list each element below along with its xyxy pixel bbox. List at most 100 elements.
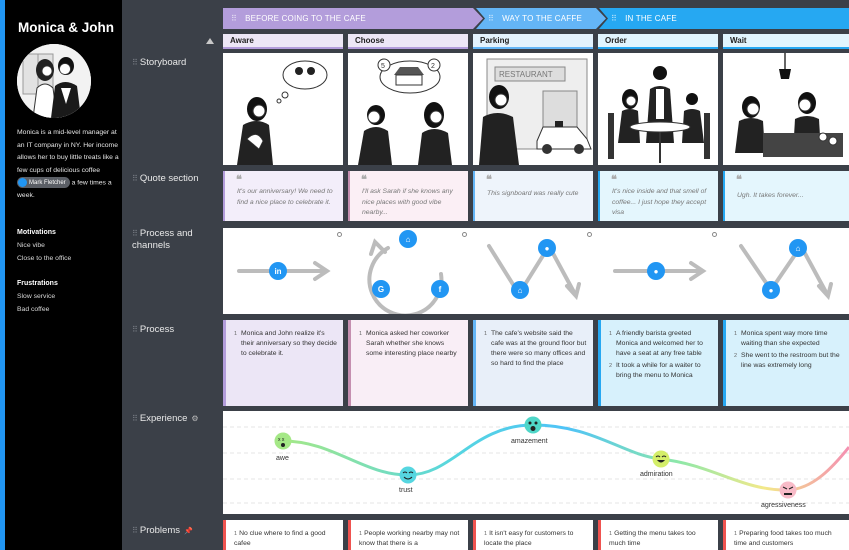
drag-handle-icon[interactable]: ⠿ [132, 325, 138, 334]
drag-handle-icon[interactable]: ⠿ [231, 14, 238, 23]
settings-gear-icon[interactable]: ⚙ [191, 414, 199, 423]
quote-parking[interactable]: ❝This signboard was really cute [473, 171, 593, 221]
quote-choose[interactable]: ❝I'll ask Sarah if she knows any nice pl… [348, 171, 468, 221]
drag-handle-icon[interactable]: ⠿ [132, 414, 138, 423]
pin-icon[interactable]: 📌 [183, 528, 193, 535]
collapse-caret-icon[interactable] [206, 38, 214, 44]
frustrations-title: Frustrations [17, 280, 58, 287]
persona-avatar [17, 44, 91, 118]
add-channel-dot[interactable] [712, 232, 717, 237]
storyboard-aware[interactable] [223, 53, 343, 165]
awe-emoji-icon[interactable]: x x [274, 432, 292, 450]
row-label-quote[interactable]: ⠿Quote section [132, 173, 199, 184]
step-parking[interactable]: Parking [473, 34, 593, 49]
row-label-process[interactable]: ⠿Process [132, 324, 175, 335]
drag-handle-icon[interactable]: ⠿ [488, 14, 495, 23]
google-icon[interactable]: G [372, 280, 390, 298]
amazement-emoji-icon[interactable] [524, 416, 542, 434]
svg-text:5: 5 [381, 63, 385, 70]
quote-wait[interactable]: ❝Ugh. It takes forever... [723, 171, 849, 221]
drag-handle-icon[interactable]: ⠿ [132, 229, 138, 238]
quote-order[interactable]: ❝It's nice inside and that smell of coff… [598, 171, 718, 221]
drag-handle-icon[interactable]: ⠿ [132, 58, 138, 67]
row-label-storyboard[interactable]: ⠿Storyboard [132, 57, 187, 68]
drag-handle-icon[interactable]: ⠿ [132, 174, 138, 183]
quote-mark-icon: ❝ [361, 174, 367, 186]
storyboard-order[interactable] [598, 53, 718, 165]
emotion-label: admiration [640, 471, 673, 478]
phase-way-to-cafe[interactable]: ⠿WAY TO THE CAFFE [476, 8, 606, 29]
emotion-label: agressiveness [761, 502, 806, 509]
persona-tag[interactable]: Mark Fletcher [17, 177, 70, 189]
persona-bio-end: a few times a week. [17, 179, 112, 200]
add-channel-dot[interactable] [587, 232, 592, 237]
row-label-channels[interactable]: ⠿Process and channels [132, 228, 193, 251]
storyboard-wait[interactable] [723, 53, 849, 165]
phase-before-cafe[interactable]: ⠿BEFORE COING TO THE CAFE [223, 8, 483, 29]
home-icon[interactable]: ⌂ [399, 230, 417, 248]
quote-mark-icon: ❝ [611, 174, 617, 186]
home-icon[interactable]: ⌂ [789, 239, 807, 257]
agressiveness-emoji-icon[interactable] [779, 481, 797, 499]
step-aware[interactable]: Aware [223, 34, 343, 49]
user-icon[interactable]: ● [538, 239, 556, 257]
persona-bio: Monica is a mid-level manager at an IT c… [17, 127, 123, 203]
quote-aware[interactable]: ❝It's our anniversary! We need to find a… [223, 171, 343, 221]
persona-bio-text: Monica is a mid-level manager at an IT c… [17, 129, 119, 174]
persona-panel: Monica & John Monica is a mid-level mana… [0, 0, 122, 550]
user-icon [18, 178, 27, 188]
motivation-item: Close to the office [17, 255, 72, 262]
row-label-experience[interactable]: ⠿Experience⚙ [132, 413, 199, 424]
motivation-item: Nice vibe [17, 242, 45, 249]
persona-name[interactable]: Monica & John [18, 20, 115, 35]
trust-emoji-icon[interactable] [399, 466, 417, 484]
phase-in-cafe[interactable]: ⠿IN THE CAFE [599, 8, 849, 29]
channels-row: in ⌂ G f ● ⌂ ● ⌂ ● [223, 228, 849, 314]
add-channel-dot[interactable] [337, 232, 342, 237]
user-icon[interactable]: ● [647, 262, 665, 280]
admiration-emoji-icon[interactable] [652, 450, 670, 468]
emotion-label: awe [276, 455, 289, 462]
step-wait[interactable]: Wait [723, 34, 849, 49]
emotion-label: amazement [511, 438, 548, 445]
row-labels: ⠿Storyboard ⠿Quote section ⠿Process and … [122, 0, 222, 550]
drag-handle-icon[interactable]: ⠿ [611, 14, 618, 23]
frustration-item: Slow service [17, 293, 56, 300]
quote-mark-icon: ❝ [486, 174, 492, 186]
add-channel-dot[interactable] [462, 232, 467, 237]
user-icon[interactable]: ● [762, 281, 780, 299]
restaurant-sign: RESTAURANT [499, 70, 553, 79]
drag-handle-icon[interactable]: ⠿ [132, 526, 138, 535]
home-icon[interactable]: ⌂ [511, 281, 529, 299]
persona-tag-label: Mark Fletcher [29, 179, 66, 186]
svg-text:2: 2 [431, 63, 435, 70]
channel-flow-diagram [237, 238, 833, 314]
svg-text:x x: x x [278, 437, 285, 443]
facebook-icon[interactable]: f [431, 280, 449, 298]
step-choose[interactable]: Choose [348, 34, 468, 49]
linkedin-icon[interactable]: in [269, 262, 287, 280]
step-order[interactable]: Order [598, 34, 718, 49]
storyboard-choose[interactable]: 5 2 [348, 53, 468, 165]
storyboard-parking[interactable]: RESTAURANT [473, 53, 593, 165]
row-label-problems[interactable]: ⠿Problems📌 [132, 525, 193, 536]
emotion-label: trust [399, 487, 413, 494]
frustration-item: Bad coffee [17, 306, 50, 313]
